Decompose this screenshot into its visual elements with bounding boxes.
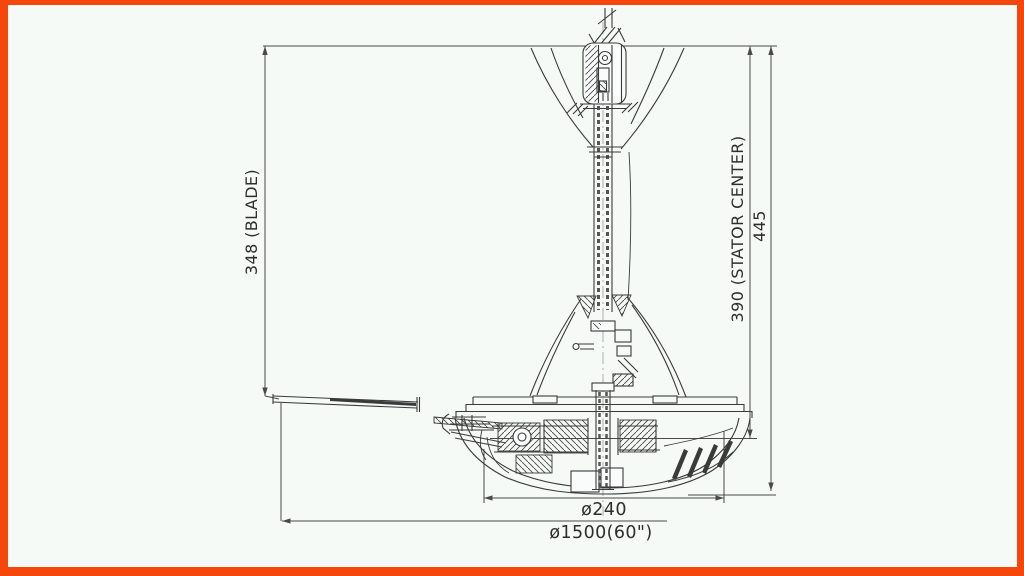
hanger-bracket: [566, 8, 639, 117]
fan-cross-section: [272, 8, 753, 516]
stator-section: [479, 418, 660, 493]
safety-cable: [627, 151, 632, 301]
dimension-arrows: [262, 46, 774, 524]
dim-label-stator-center: 390 (STATOR CENTER): [728, 136, 747, 323]
drawing-paper: [8, 5, 1017, 567]
motor-housing: [454, 390, 751, 495]
vent-slats: [663, 427, 734, 483]
dim-label-total-height: 445: [750, 210, 769, 242]
blade-mount-ring: [455, 395, 753, 418]
spinner-cone: [529, 294, 687, 398]
dim-label-motor-diameter: ø240: [581, 500, 627, 520]
fan-blade: [272, 394, 507, 448]
downrod: [593, 104, 632, 312]
dim-label-blade-height: 348 (BLADE): [242, 169, 261, 275]
motor-shaft: [592, 390, 614, 491]
dim-label-sweep-diameter: ø1500(60"): [549, 523, 652, 543]
